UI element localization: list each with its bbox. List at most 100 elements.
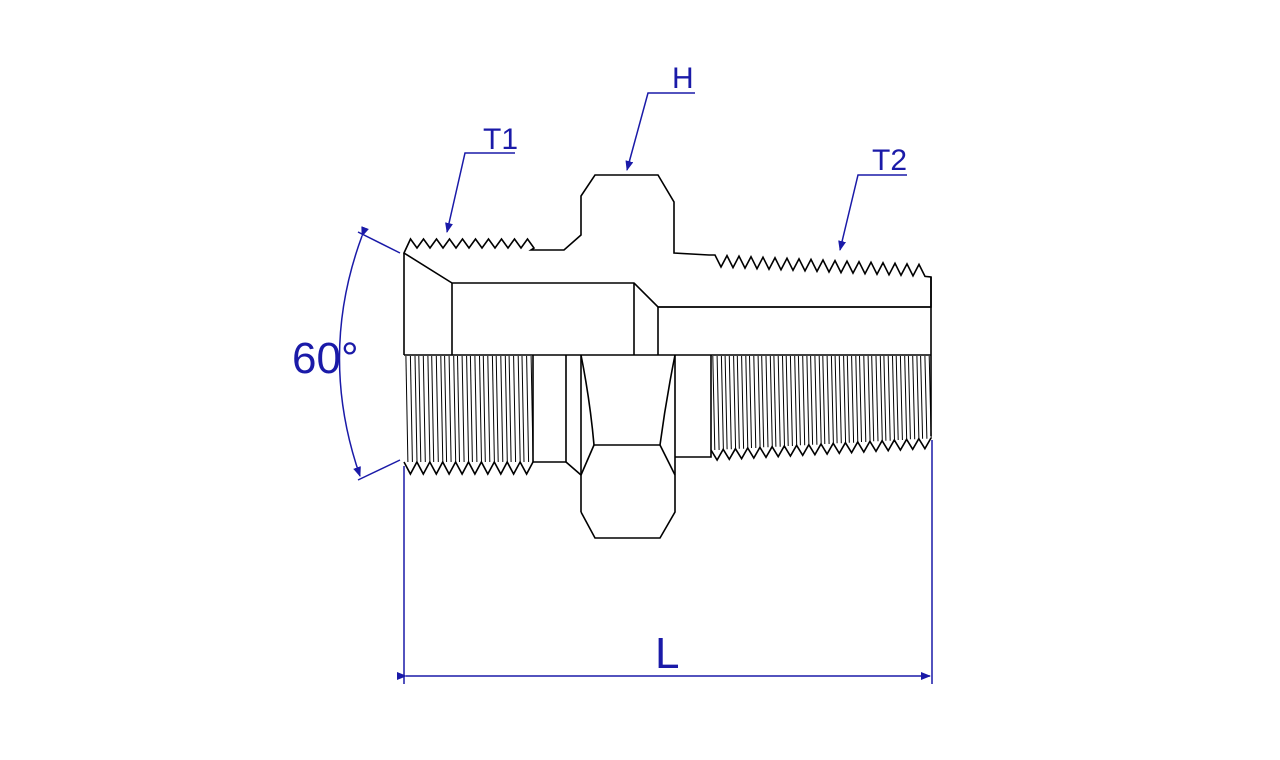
- length-dimension: L: [397, 440, 933, 684]
- t2-label: T2: [872, 144, 907, 177]
- angle-label: 60°: [292, 334, 359, 383]
- thread-line: [912, 355, 916, 440]
- thread-line: [521, 355, 525, 463]
- thread-line: [794, 355, 798, 447]
- thread-line: [887, 355, 891, 441]
- h-label: H: [672, 62, 694, 95]
- thread-line: [482, 355, 486, 463]
- thread-line: [826, 355, 830, 445]
- thread-line: [851, 355, 855, 443]
- thread-line: [440, 355, 444, 463]
- thread-line: [871, 355, 875, 442]
- thread-line: [920, 355, 924, 439]
- thread-line: [789, 355, 793, 447]
- thread-line: [469, 355, 473, 463]
- thread-line: [716, 355, 720, 451]
- thread-line: [745, 355, 749, 449]
- thread-line: [830, 355, 834, 445]
- thread-line: [427, 355, 431, 463]
- thread-line: [741, 355, 745, 449]
- section-hatch: [402, 174, 932, 308]
- thread-line: [724, 355, 728, 450]
- thread-line: [859, 355, 862, 443]
- thread-line: [508, 355, 512, 463]
- thread-line: [422, 355, 426, 463]
- thread-line: [769, 355, 773, 448]
- thread-line: [855, 355, 859, 443]
- thread-line: [453, 355, 457, 463]
- thread-line: [773, 355, 777, 447]
- thread-line: [916, 355, 920, 440]
- thread-line: [414, 355, 418, 463]
- thread-line: [924, 355, 928, 439]
- thread-line: [802, 355, 806, 446]
- thread-line: [843, 355, 847, 444]
- thread-line: [418, 355, 422, 463]
- thread-line: [491, 355, 495, 463]
- leader-t1: T1: [445, 123, 518, 233]
- thread-line: [928, 355, 932, 439]
- thread-line: [500, 355, 504, 463]
- angle-dimension: 60°: [292, 226, 401, 481]
- thread-line: [863, 355, 867, 443]
- thread-line: [466, 355, 470, 463]
- thread-line: [810, 355, 814, 445]
- thread-line: [899, 355, 903, 441]
- thread-line: [517, 355, 521, 463]
- thread-line: [435, 355, 439, 463]
- thread-line: [785, 355, 789, 447]
- thread-line: [409, 355, 413, 463]
- thread-line: [712, 355, 716, 451]
- thread-line: [479, 355, 482, 463]
- leader-t2: T2: [838, 144, 907, 251]
- thread-line: [448, 355, 452, 463]
- thread-line: [757, 355, 761, 449]
- thread-line: [806, 355, 810, 446]
- thread-line: [879, 355, 883, 442]
- thread-line: [875, 355, 879, 442]
- thread-line: [895, 355, 899, 441]
- thread-line: [431, 355, 435, 463]
- thread-line: [822, 355, 826, 445]
- thread-line: [474, 355, 478, 463]
- thread-profile: [710, 437, 932, 462]
- thread-line: [818, 355, 822, 445]
- thread-line: [753, 355, 757, 449]
- thread-line: [457, 355, 460, 463]
- thread-line: [838, 355, 842, 444]
- thread-line: [461, 355, 465, 463]
- thread-line: [728, 355, 732, 450]
- thread-line: [846, 355, 850, 443]
- thread-line: [814, 355, 818, 445]
- leader-h: H: [625, 62, 695, 171]
- bore-lines: [403, 253, 932, 436]
- thread-line: [892, 355, 895, 441]
- thread-line: [797, 355, 801, 446]
- thread-line: [444, 355, 448, 463]
- thread-line: [495, 355, 499, 463]
- thread-line: [765, 355, 769, 448]
- thread-line: [777, 355, 781, 447]
- thread-line: [530, 355, 534, 463]
- thread-line: [504, 355, 508, 463]
- thread-line: [720, 355, 724, 451]
- thread-line: [907, 355, 911, 440]
- t1-label: T1: [483, 123, 518, 156]
- thread-lines: [403, 355, 932, 476]
- thread-line: [526, 355, 530, 463]
- thread-line: [883, 355, 887, 441]
- thread-line: [733, 355, 737, 450]
- thread-line: [904, 355, 908, 441]
- thread-line: [487, 355, 491, 463]
- thread-line: [405, 355, 409, 463]
- external-view: [532, 354, 712, 539]
- thread-line: [749, 355, 752, 449]
- thread-line: [736, 355, 740, 449]
- thread-line: [761, 355, 765, 448]
- thread-profile: [403, 460, 534, 476]
- thread-line: [834, 355, 838, 444]
- thread-line: [782, 355, 785, 447]
- thread-line: [513, 355, 517, 463]
